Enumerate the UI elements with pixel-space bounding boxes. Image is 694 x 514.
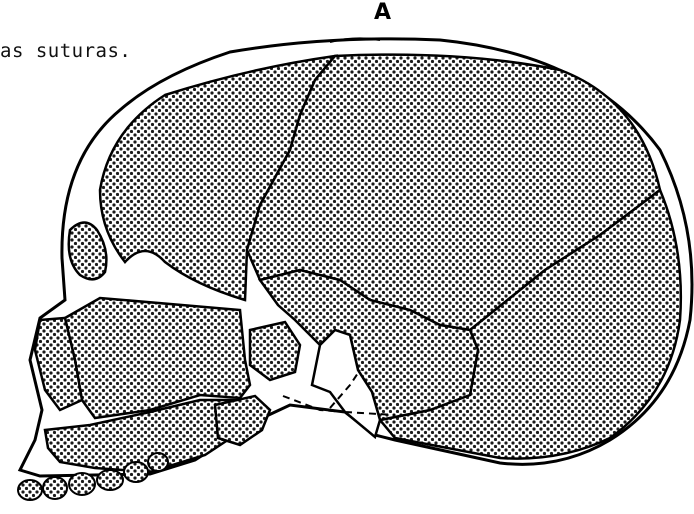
ear-region-bone <box>215 396 270 445</box>
tooth <box>69 473 95 495</box>
tooth <box>43 477 67 499</box>
tooth <box>97 470 123 490</box>
tooth <box>148 453 168 471</box>
tooth <box>18 480 42 500</box>
tooth <box>124 462 148 482</box>
